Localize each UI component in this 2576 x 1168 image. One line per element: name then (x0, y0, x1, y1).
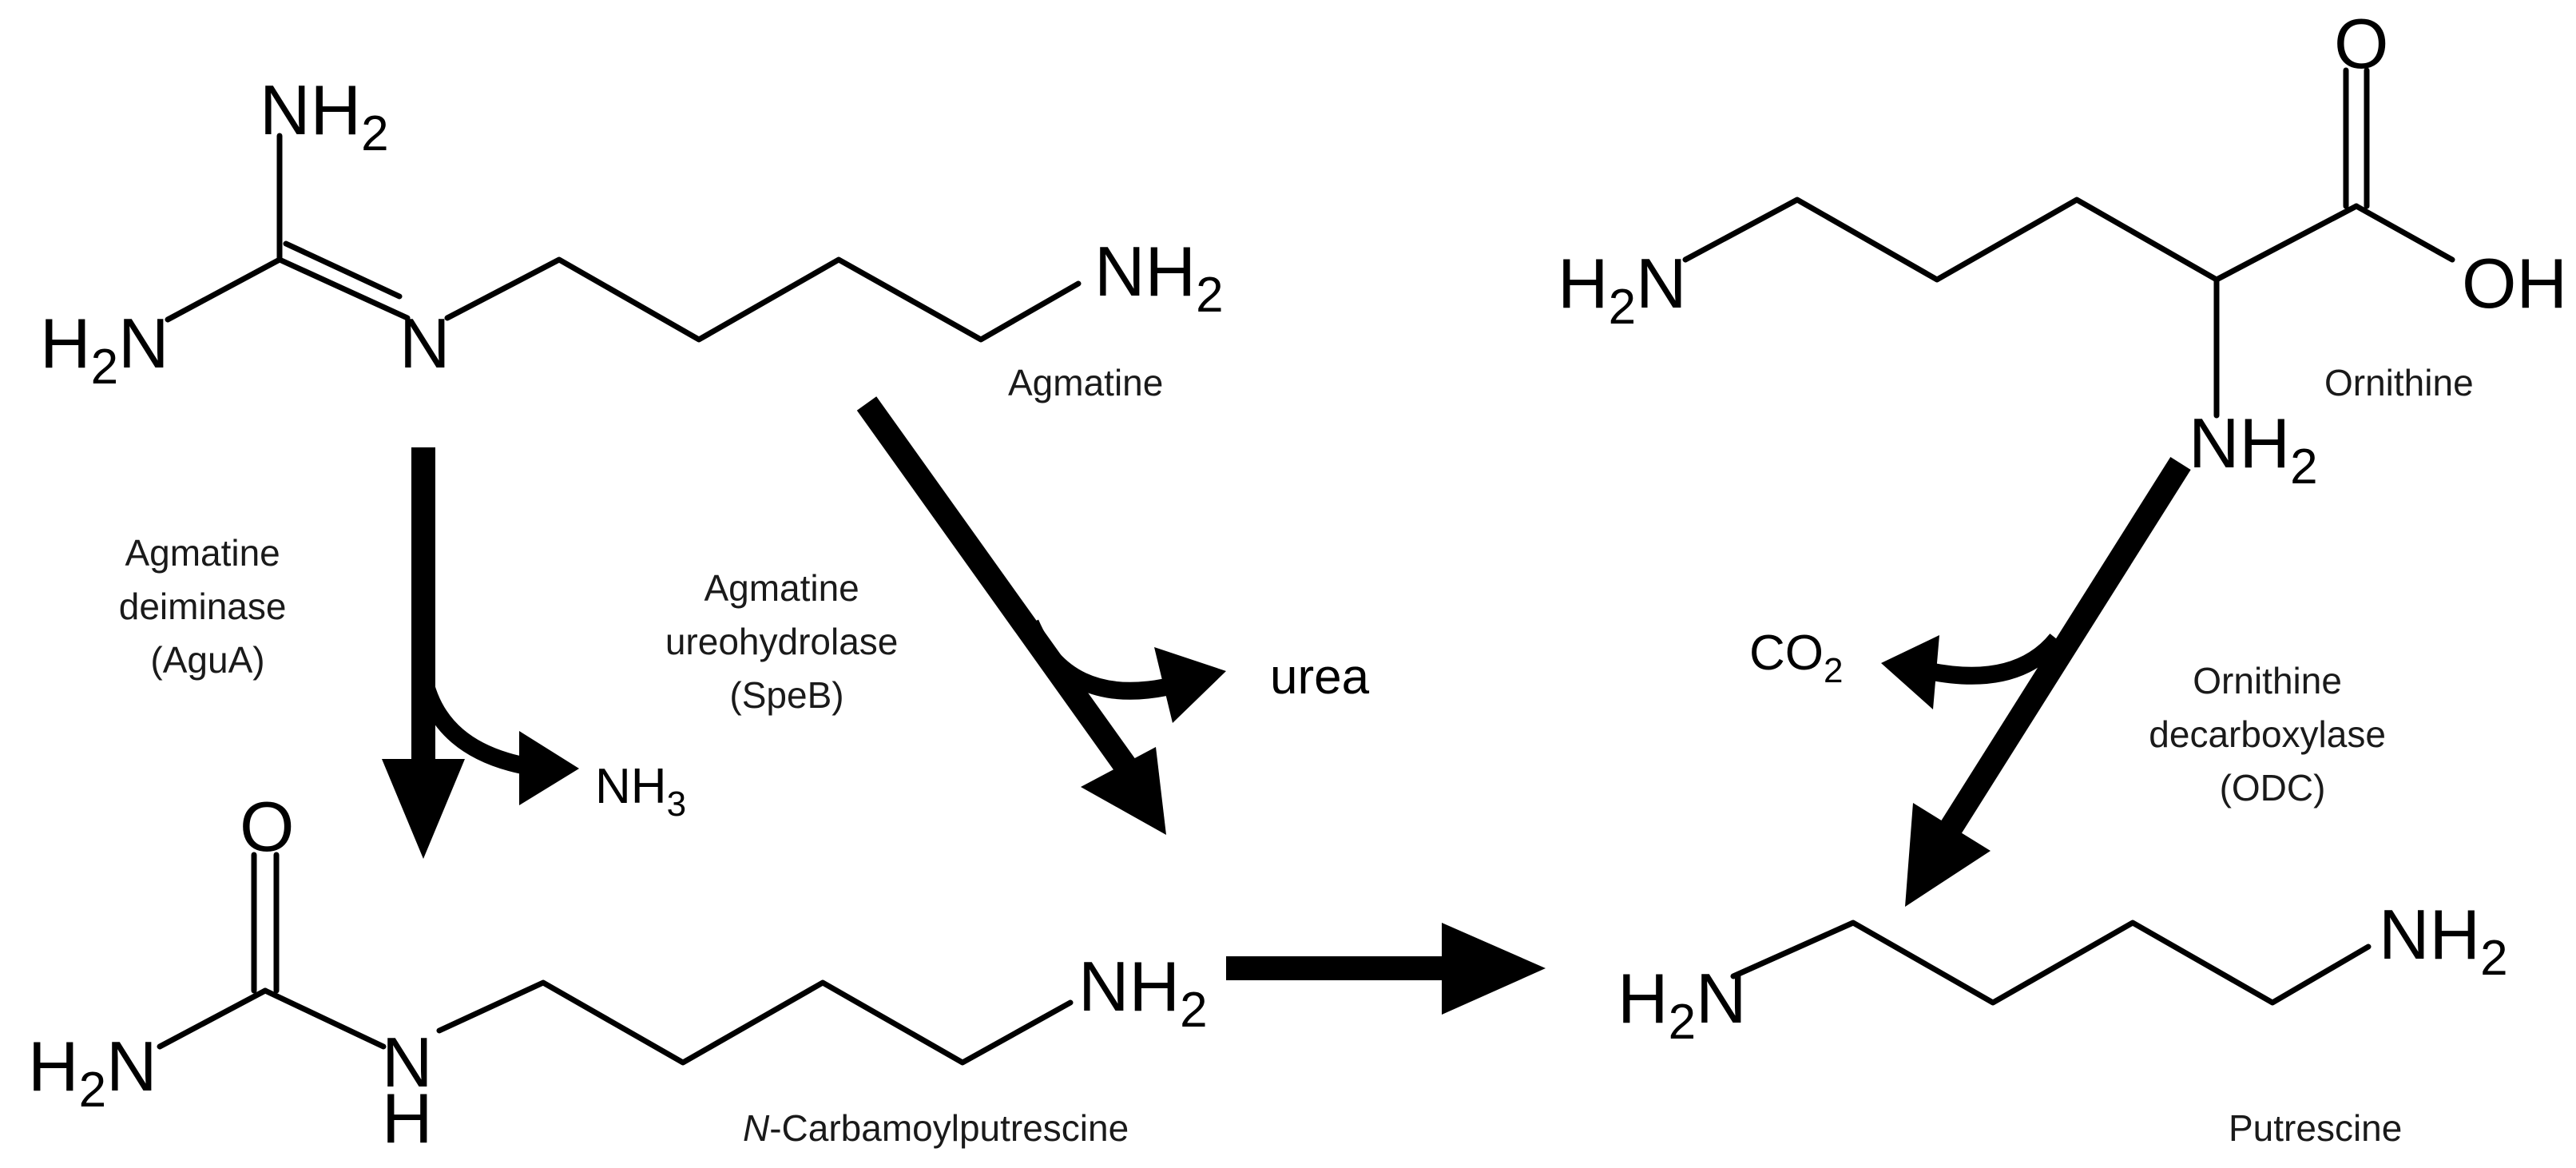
atom-h2n-putrescine: H2N (1617, 959, 1747, 1050)
atom-nh2-top: NH2 (260, 70, 389, 161)
speb-arrow-head (1081, 747, 1166, 835)
atom-nh2-right: NH2 (1094, 232, 1224, 323)
putrescine-structure: H2N NH2 Putrescine (1617, 895, 2508, 1149)
bond-c-n-double-b (283, 240, 403, 300)
bond-putrescine-chain (1730, 920, 2372, 1006)
carbamoylputrescine-to-putrescine-arrow (1226, 923, 1546, 1015)
ornithine-structure: H2N O OH NH2 Ornithine (1558, 4, 2567, 495)
atom-n-amide: N (382, 1023, 433, 1102)
bond-c-oh (2353, 203, 2455, 263)
ornithine-label: Ornithine (2324, 362, 2474, 403)
speb-reaction-arrow (856, 396, 1226, 835)
bond-butyl-chain (444, 256, 1082, 343)
bond-c-n-double-a (276, 256, 411, 321)
agua-curve-arrow (415, 673, 533, 776)
byproduct-urea: urea (1270, 650, 1370, 705)
enzyme-agua-label: Agmatine deiminase (AguA) (119, 532, 296, 681)
speb-curve-arrow-head (1154, 647, 1226, 723)
agua-curve-arrow-head (519, 731, 579, 805)
agua-reaction-arrow (382, 447, 579, 859)
carbamoylputrescine-structure: O H2N N H NH2 N-Carbamoylputrescine (28, 787, 1208, 1158)
speb-curve-arrow (1022, 619, 1169, 700)
atom-nh2-putrescine: NH2 (2379, 895, 2508, 986)
agmatine-label: Agmatine (1008, 362, 1163, 403)
atom-h2n-left: H2N (40, 304, 169, 395)
atom-h2n-amide: H2N (28, 1027, 157, 1118)
odc-curve-arrow-head (1881, 635, 1939, 709)
bond-c-nh-amide (262, 987, 387, 1050)
putrescine-label: Putrescine (2229, 1107, 2402, 1149)
odc-arrow-head (1905, 803, 1991, 907)
agmatine-structure: NH2 H2N N NH2 Agmatine (40, 70, 1224, 403)
odc-curve-arrow (1927, 633, 2064, 685)
atom-o-carbonyl: O (2334, 4, 2388, 83)
enzyme-speb-label: Agmatine ureohydrolase (SpeB) (665, 567, 908, 716)
agua-arrow-head (382, 759, 465, 859)
atom-nh2-carbamoyl: NH2 (1078, 947, 1208, 1038)
horizontal-arrow-head (1442, 923, 1546, 1015)
bond-c-nh2-amide (157, 987, 268, 1050)
atom-h2n-ornithine: H2N (1558, 244, 1687, 335)
odc-reaction-arrow (1881, 457, 2191, 907)
atom-n-imine: N (399, 304, 451, 383)
atom-o-amide: O (240, 787, 294, 866)
atom-oh: OH (2462, 244, 2567, 323)
bond-carbamoyl-chain (436, 979, 1074, 1066)
atom-h-amide: H (382, 1079, 433, 1158)
enzyme-odc-label: Ornithine decarboxylase (ODC) (2149, 660, 2395, 808)
byproduct-nh3: NH3 (595, 759, 686, 824)
byproduct-co2: CO2 (1749, 626, 1843, 690)
odc-arrow-shaft (1939, 457, 2191, 837)
bond-c-nh2-left (165, 256, 283, 323)
speb-arrow-shaft (856, 396, 1137, 774)
carbamoylputrescine-label: N-Carbamoylputrescine (743, 1107, 1129, 1149)
atom-nh2-alpha: NH2 (2189, 403, 2318, 495)
bond-ornithine-chain (1682, 197, 2360, 283)
